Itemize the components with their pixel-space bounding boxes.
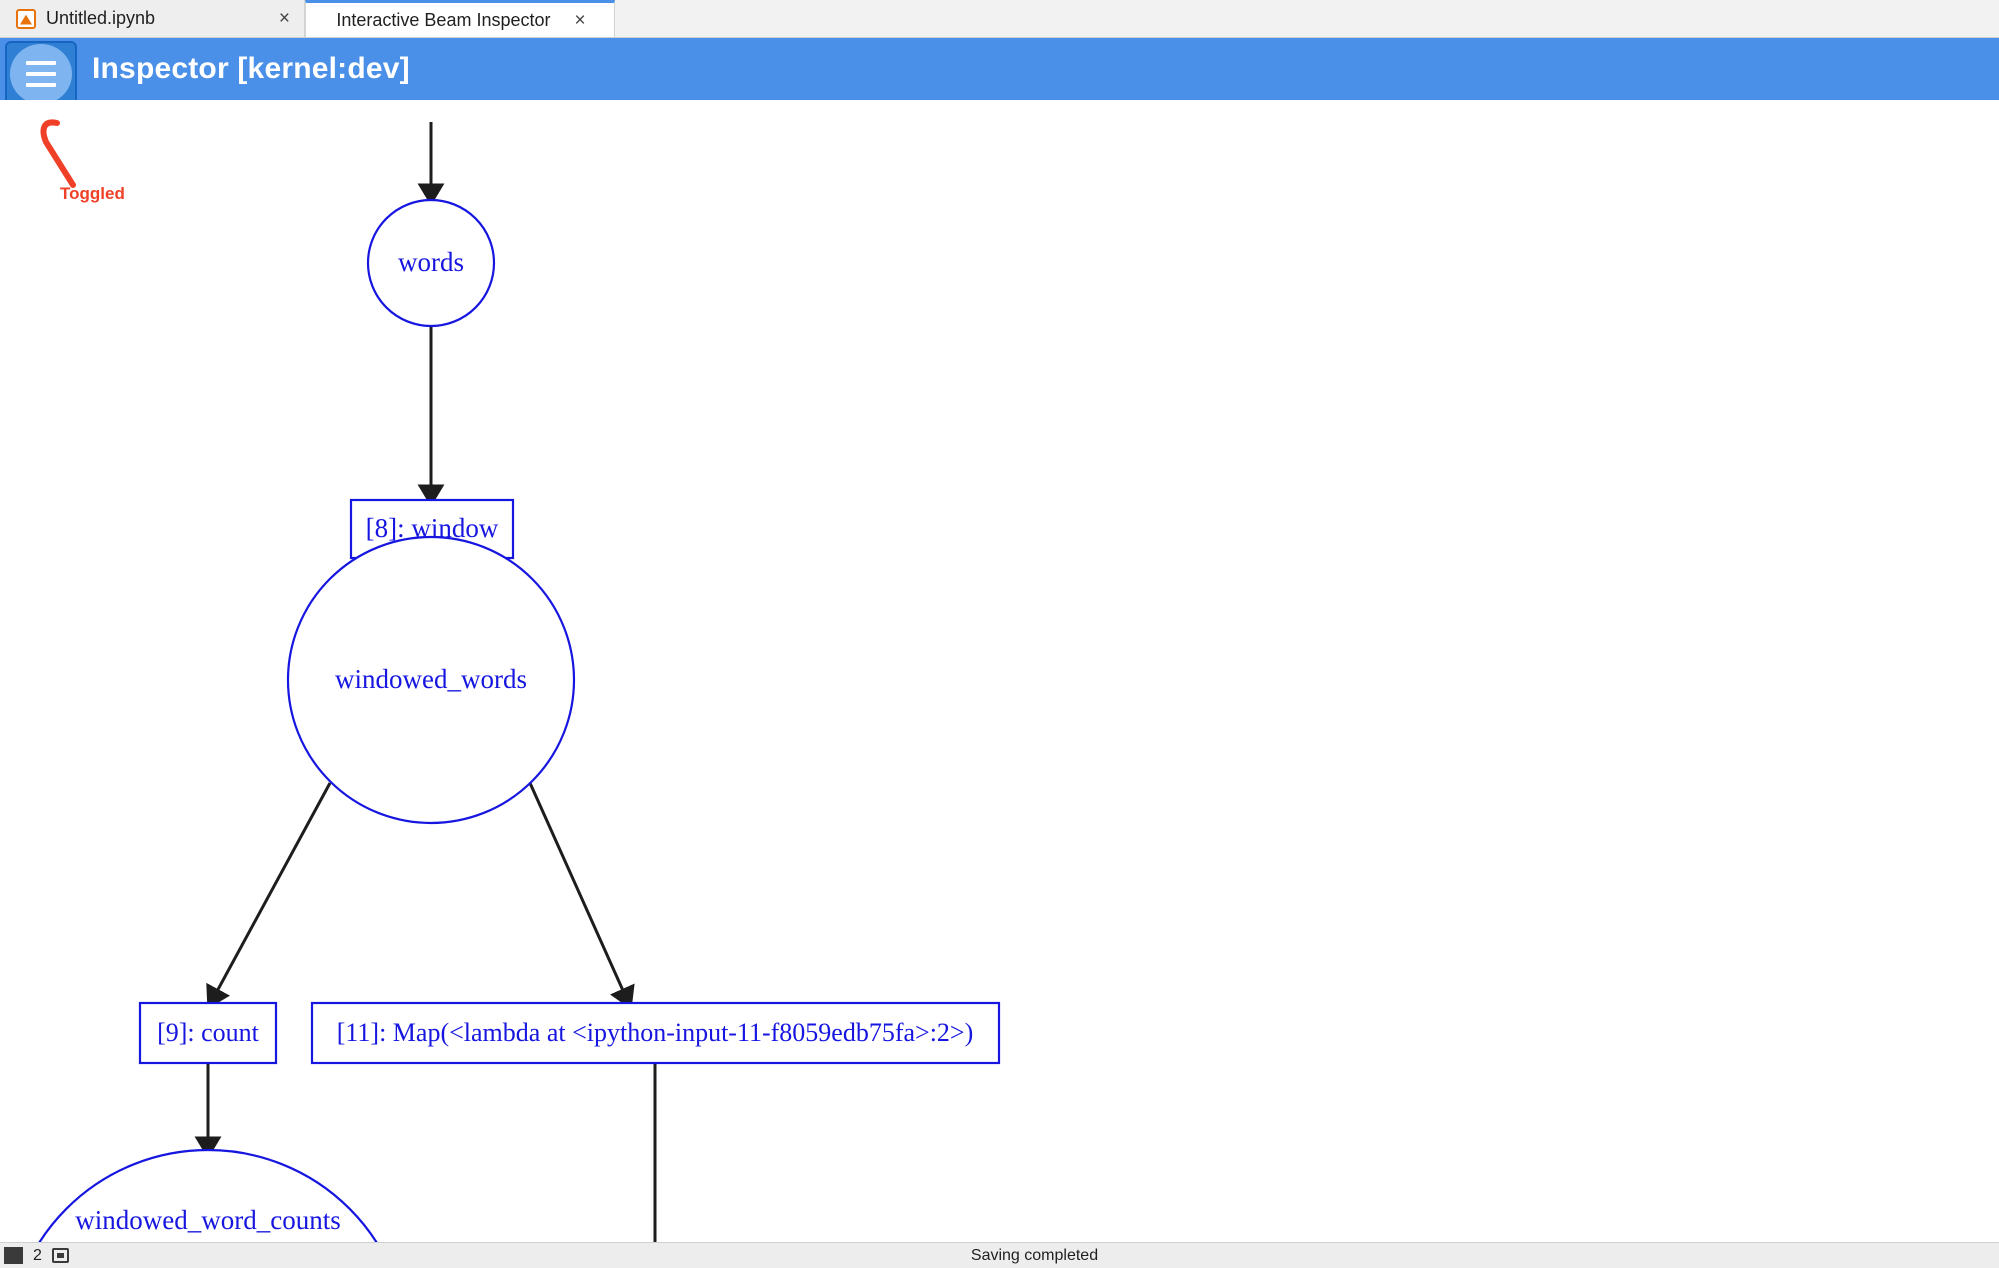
edge-windowed-words-to-map: [528, 782, 635, 1010]
chip-icon[interactable]: [51, 1248, 69, 1263]
status-message-wrap: Saving completed: [0, 1247, 1999, 1265]
status-message: Saving completed: [970, 1246, 1099, 1264]
inspector-header: Inspector [kernel:dev]: [0, 38, 1999, 106]
graph-node-words[interactable]: words: [366, 198, 496, 328]
close-icon[interactable]: ×: [574, 9, 586, 31]
graph-node-windowed-words[interactable]: windowed_words: [286, 535, 576, 825]
graph-node-count[interactable]: [9]: count: [138, 1001, 278, 1065]
close-icon[interactable]: ×: [278, 8, 290, 29]
graph-node-map[interactable]: [11]: Map(<lambda at <ipython-input-11-f…: [310, 1001, 1001, 1065]
tab-bar: Untitled.ipynb × Interactive Beam Inspec…: [0, 0, 1999, 38]
graph-node-label: [11]: Map(<lambda at <ipython-input-11-f…: [337, 1018, 974, 1047]
edge-windowed-words-to-count: [206, 782, 332, 1009]
notebook-icon: [16, 8, 36, 29]
terminal-icon[interactable]: [4, 1247, 23, 1264]
hamburger-icon: [10, 43, 72, 104]
hamburger-menu-button[interactable]: [5, 41, 77, 106]
tab-interactive-beam-inspector[interactable]: Interactive Beam Inspector ×: [305, 0, 615, 37]
status-bar-left: 2: [0, 1247, 69, 1265]
graph-node-label: windowed_words: [335, 664, 527, 694]
tab-label: Interactive Beam Inspector: [336, 9, 551, 30]
status-count: 2: [33, 1246, 42, 1264]
graph-node-label: windowed_word_counts: [75, 1205, 340, 1235]
status-bar: 2 Saving completed: [0, 1242, 1999, 1268]
page-title: Inspector [kernel:dev]: [92, 52, 410, 85]
graph-node-windowed-word-counts[interactable]: windowed_word_counts: [8, 1148, 408, 1242]
tab-bar-empty-space: [615, 0, 1999, 37]
graph-node-label: words: [398, 247, 464, 277]
graph-node-label: [9]: count: [157, 1018, 260, 1047]
tab-label: Untitled.ipynb: [46, 8, 156, 28]
pipeline-graph-svg: words [8]: window windowed_words [9]: co…: [8, 122, 1001, 1242]
tab-untitled-ipynb[interactable]: Untitled.ipynb ×: [0, 0, 305, 37]
pipeline-graph-canvas[interactable]: words [8]: window windowed_words [9]: co…: [0, 100, 1999, 1242]
